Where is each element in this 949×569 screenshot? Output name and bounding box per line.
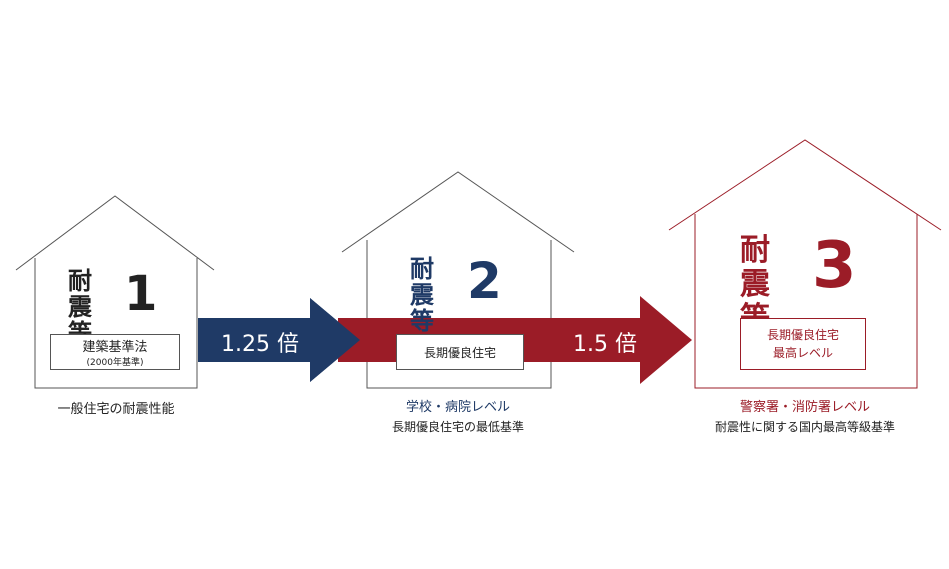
standard-box-line1: 建築基準法	[82, 340, 148, 355]
grade-label-line1: 耐震	[68, 267, 92, 321]
grade-label-line1: 耐震	[410, 255, 434, 309]
house-1-grade-number: 1	[124, 266, 158, 322]
grade-label-line1: 耐震	[740, 233, 770, 302]
house-3-caption-2: 耐震性に関する国内最高等級基準	[714, 420, 895, 434]
standard-box-line1: 長期優良住宅	[423, 345, 496, 360]
arrow-1-label: 1.25 倍	[221, 332, 299, 357]
house-3-outline	[668, 139, 942, 389]
standard-box-line2: (2000年基準)	[86, 358, 144, 368]
house-2-grade-number: 2	[467, 252, 502, 310]
arrow-1-tip	[310, 298, 360, 382]
house-3-grade-number: 3	[812, 229, 857, 303]
house-2-caption-1: 学校・病院レベル	[405, 400, 510, 415]
house-2-caption-2: 長期優良住宅の最低基準	[391, 420, 524, 434]
house-1-outline	[15, 195, 215, 389]
house-2-standard-box: 長期優良住宅	[396, 334, 524, 370]
house-1-caption: 一般住宅の耐震性能	[57, 402, 175, 417]
house-1-standard-box: 建築基準法 (2000年基準)	[50, 334, 180, 370]
arrow-2-label: 1.5 倍	[573, 332, 637, 357]
house-3-caption-1: 警察署・消防署レベル	[739, 400, 870, 415]
house-3-standard-box: 長期優良住宅 最高レベル	[740, 318, 866, 370]
standard-box-line2: 最高レベル	[772, 346, 833, 360]
standard-box-line1: 長期優良住宅	[766, 328, 839, 342]
house-2-outline	[341, 171, 575, 389]
